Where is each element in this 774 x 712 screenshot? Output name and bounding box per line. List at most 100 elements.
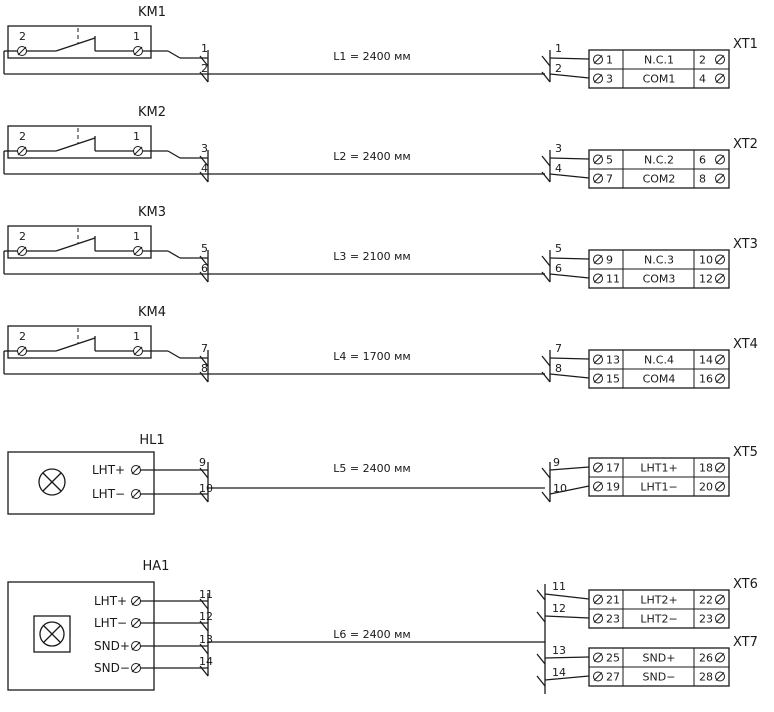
terminal-circle	[715, 73, 725, 84]
connector-pin-tick	[199, 71, 209, 83]
terminal-signal-label: COM1	[643, 73, 676, 86]
terminal-circle	[593, 354, 603, 365]
terminal-slash	[593, 355, 603, 364]
terminal-signal-label: N.C.1	[644, 54, 674, 67]
alarm-pin-label: LHT−	[94, 616, 127, 630]
screw-terminal-icon	[715, 54, 725, 65]
terminal-slash	[715, 255, 725, 264]
wire-number: 8	[201, 362, 208, 375]
terminal-signal-label: LHT1+	[640, 462, 677, 475]
terminal-left-number: 5	[606, 154, 613, 167]
switch-box	[7, 225, 152, 259]
wire-number: 6	[201, 262, 208, 275]
connector-pin-tick	[199, 255, 209, 267]
screw-terminal-icon	[593, 613, 603, 624]
connector-pin-tick	[541, 71, 551, 83]
screw-terminal-icon	[593, 481, 603, 492]
terminal-slash	[715, 463, 725, 472]
terminal-circle	[715, 613, 725, 624]
terminal-right-number: 6	[699, 154, 706, 167]
connector-pin-tick	[536, 589, 546, 601]
switch-pin-label: 2	[19, 330, 26, 343]
terminal-slash	[593, 614, 603, 623]
terminal-slash	[17, 46, 27, 56]
terminal-slash	[715, 653, 725, 662]
connector-pin-tick	[199, 620, 209, 632]
terminal-block-ref: XT5	[733, 445, 758, 460]
connector-pin-tick	[541, 171, 551, 183]
terminal-circle	[593, 54, 603, 65]
screw-terminal-icon	[715, 154, 725, 165]
alarm-ref: HA1	[143, 559, 170, 574]
terminal-circle	[593, 273, 603, 284]
terminal-right-number: 14	[699, 354, 713, 367]
terminal-slash	[133, 246, 143, 256]
wire-number: 5	[201, 242, 208, 255]
terminal-circle	[593, 462, 603, 473]
wire-line	[167, 350, 181, 359]
screw-terminal-icon	[131, 596, 141, 606]
terminal-slash	[17, 246, 27, 256]
wire-line	[549, 466, 590, 471]
terminal-block-ref: XT2	[733, 137, 758, 152]
terminal-circle	[715, 254, 725, 265]
cable-length-label: L3 = 2100 мм	[333, 250, 410, 263]
wire-line	[549, 73, 590, 79]
screw-terminal-icon	[133, 246, 143, 256]
terminal-slash	[131, 596, 141, 606]
terminal-circle	[715, 652, 725, 663]
connector-pin-tick	[199, 271, 209, 283]
switch-box	[7, 325, 152, 359]
terminal-left-number: 25	[606, 652, 620, 665]
terminal-block-ref: XT1	[733, 37, 758, 52]
connector-pin-tick	[199, 665, 209, 677]
wire-number: 5	[555, 242, 562, 255]
terminal-right-number: 4	[699, 73, 706, 86]
terminal-signal-label: LHT2−	[640, 613, 677, 626]
connector-bracket	[199, 50, 209, 83]
screw-terminal-icon	[715, 613, 725, 624]
terminal-left-number: 23	[606, 613, 620, 626]
terminal-right-number: 18	[699, 462, 713, 475]
terminal-circle	[715, 154, 725, 165]
wire-line	[549, 485, 590, 495]
wire-number: 8	[555, 362, 562, 375]
terminal-slash	[715, 74, 725, 83]
terminal-left-number: 21	[606, 594, 620, 607]
terminal-circle	[715, 373, 725, 384]
contact-lever	[55, 337, 96, 352]
connector-pin-tick	[541, 467, 551, 479]
wire-line	[544, 656, 590, 659]
screw-terminal-icon	[133, 46, 143, 56]
connector-bracket	[199, 462, 209, 503]
terminal-circle	[715, 273, 725, 284]
screw-terminal-icon	[593, 173, 603, 184]
switch-pin-label: 1	[133, 230, 140, 243]
screw-terminal-icon	[17, 246, 27, 256]
wire-number: 3	[555, 142, 562, 155]
terminal-circle	[715, 594, 725, 605]
terminal-left-number: 17	[606, 462, 620, 475]
wire-line	[549, 273, 590, 279]
terminal-slash	[131, 465, 141, 475]
connector-bracket	[536, 584, 546, 694]
connector-pin-tick	[199, 355, 209, 367]
screw-terminal-icon	[593, 73, 603, 84]
terminal-right-number: 8	[699, 173, 706, 186]
terminal-left-number: 3	[606, 73, 613, 86]
terminal-left-number: 27	[606, 671, 620, 684]
lamp-circle	[39, 621, 65, 647]
screw-terminal-icon	[593, 254, 603, 265]
terminal-slash	[715, 55, 725, 64]
connector-pin-tick	[541, 371, 551, 383]
terminal-slash	[593, 155, 603, 164]
alarm-icon-frame	[33, 615, 71, 653]
screw-terminal-icon	[131, 641, 141, 651]
switch-pin-label: 2	[19, 30, 26, 43]
terminal-slash	[715, 614, 725, 623]
connector-pin-tick	[541, 491, 551, 503]
